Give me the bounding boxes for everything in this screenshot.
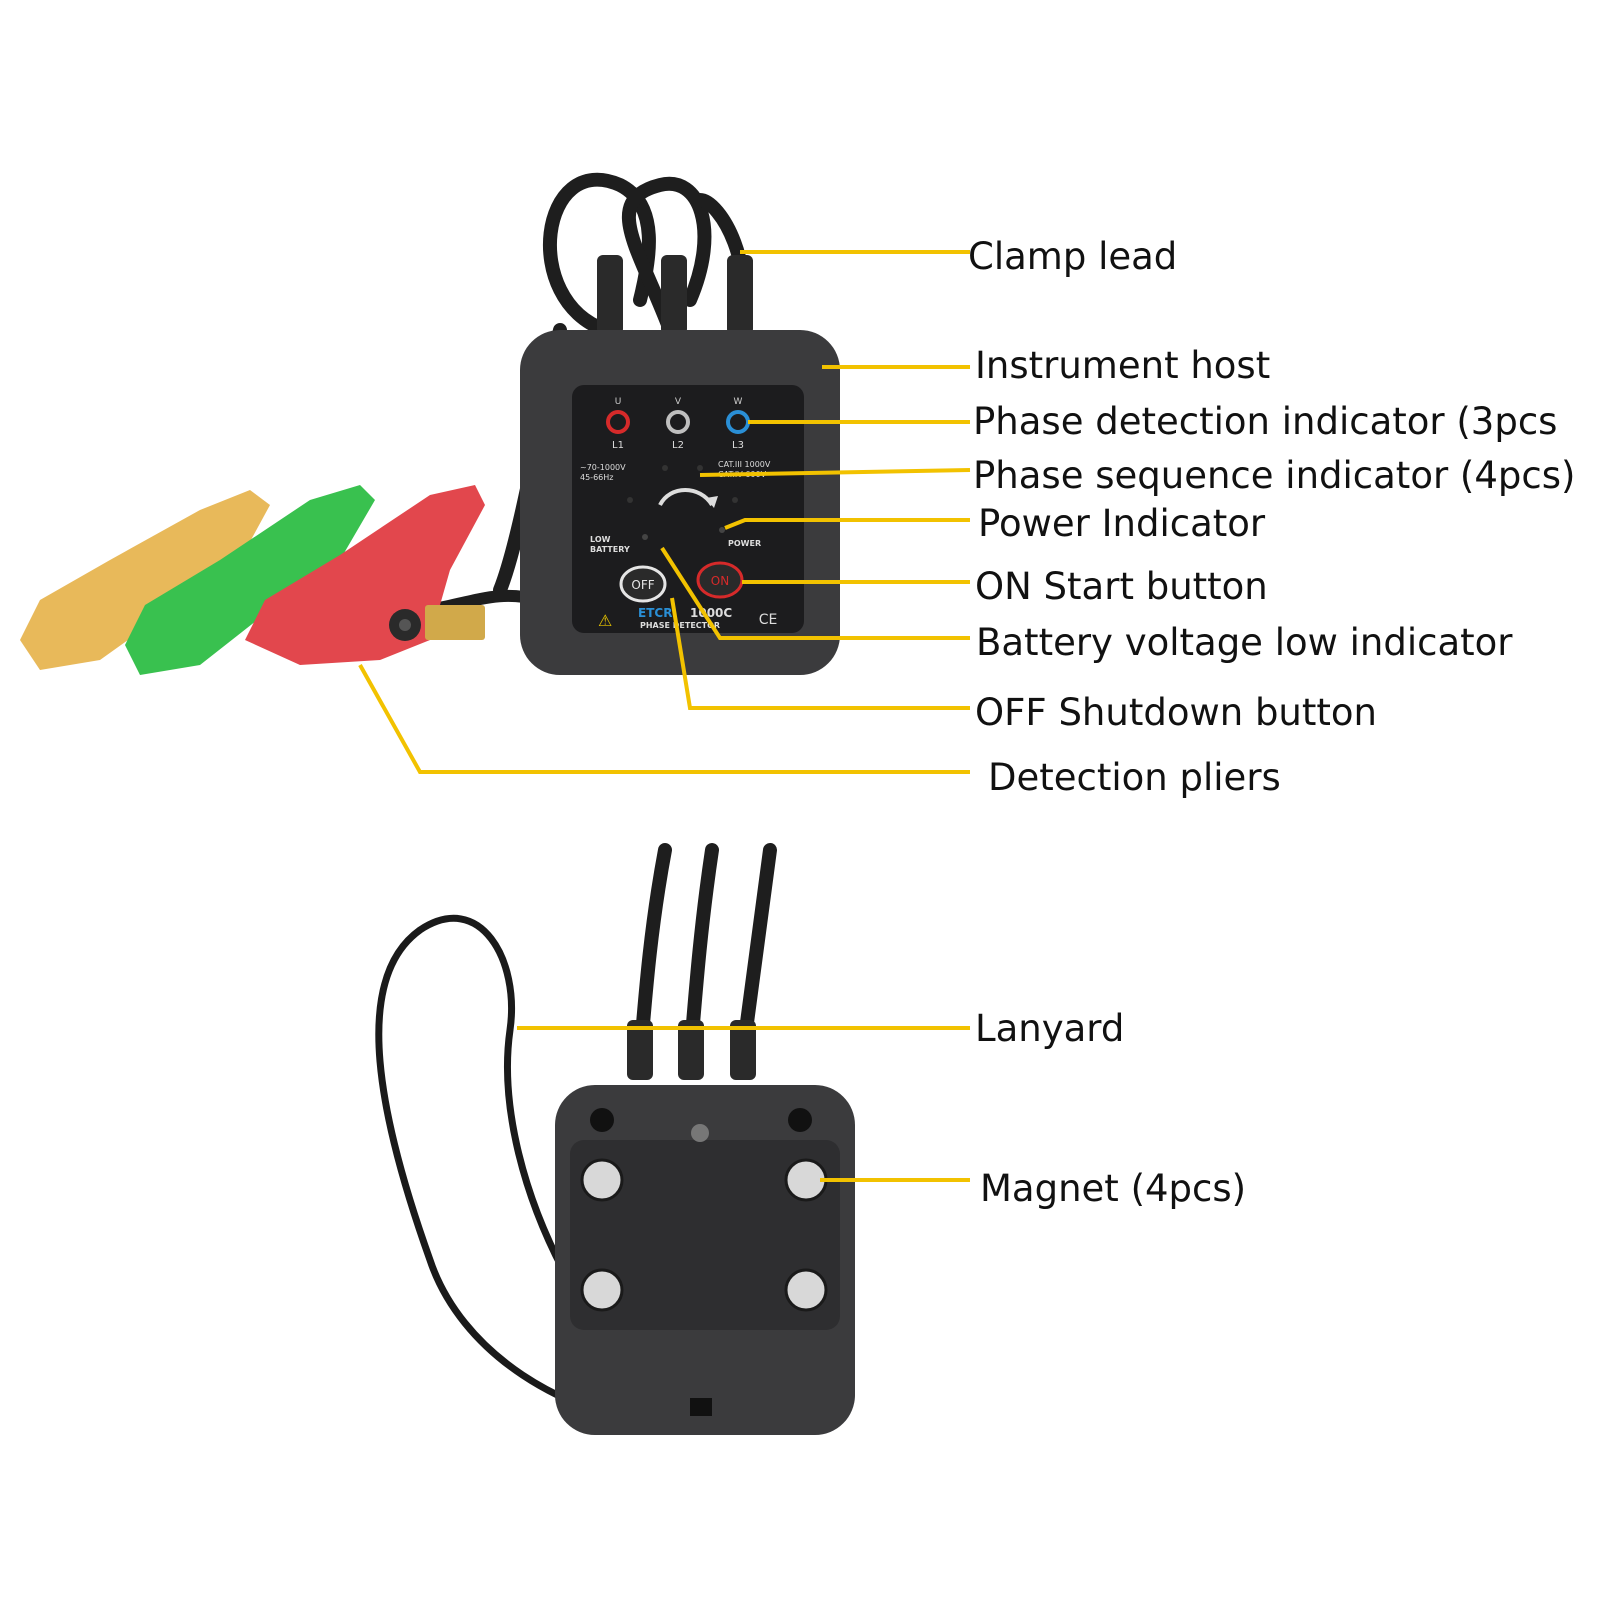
product-name: PHASE DETECTOR: [640, 621, 720, 630]
on-button[interactable]: ON: [696, 561, 744, 599]
leader-off: [670, 597, 970, 710]
brand-model: 1000C: [690, 606, 732, 620]
detection-pliers: [20, 485, 485, 675]
clamp-yellow: [20, 490, 270, 670]
label-clamp-lead: Clamp lead: [968, 235, 1178, 278]
power-label: POWER: [728, 539, 761, 548]
phase-label-l3: L3: [732, 440, 744, 451]
label-instrument-host: Instrument host: [975, 344, 1271, 387]
phase-label-u: U: [615, 397, 622, 407]
label-phase-sequence: Phase sequence indicator (4pcs): [973, 454, 1576, 497]
phase-label-l2: L2: [672, 440, 684, 451]
phase-label-w: W: [734, 397, 743, 407]
phase-label-v: V: [675, 397, 682, 407]
label-off-button: OFF Shutdown button: [975, 691, 1377, 734]
ce-mark: CE: [759, 612, 778, 628]
low-battery-label-1: LOW: [590, 535, 611, 544]
leader-lines: [358, 250, 971, 1182]
indicator-labels: LOW BATTERY POWER: [590, 535, 761, 554]
off-button[interactable]: OFF: [619, 565, 667, 603]
rear-housing: [555, 1085, 855, 1435]
brand-prefix: ETCR: [638, 606, 672, 620]
leader-power: [724, 518, 970, 530]
leader-phase-sequence: [699, 468, 971, 477]
off-button-label: OFF: [631, 578, 654, 592]
brand-text: ⚠ ETCR 1000C PHASE DETECTOR CE: [598, 606, 777, 630]
label-on-button: ON Start button: [975, 565, 1268, 608]
phase-detection-indicators: U V W L1 L2 L3: [606, 397, 750, 451]
clamp-green: [125, 485, 375, 675]
spec-cat-iii: CAT.III 1000V: [718, 460, 771, 469]
magnets: [580, 1158, 828, 1312]
leader-pliers: [358, 664, 970, 774]
low-battery-led-icon: [642, 534, 648, 540]
warning-icon: ⚠: [598, 611, 612, 630]
label-detection-pliers: Detection pliers: [988, 756, 1281, 799]
label-magnet: Magnet (4pcs): [980, 1167, 1247, 1210]
low-battery-label-2: BATTERY: [590, 545, 630, 554]
phase-led-l1-icon: [606, 410, 630, 434]
spec-voltage: ~70-1000V: [580, 463, 626, 472]
label-power-indicator: Power Indicator: [978, 502, 1266, 545]
label-battery-low: Battery voltage low indicator: [976, 621, 1513, 664]
lead-strain-reliefs: [597, 255, 753, 335]
phase-led-l2-icon: [666, 410, 690, 434]
power-led-icon: [719, 527, 725, 533]
leader-battery: [660, 546, 970, 640]
clamp-red: [245, 485, 485, 665]
phase-sequence-indicators: [627, 465, 738, 508]
label-phase-detection: Phase detection indicator (3pcs: [973, 400, 1558, 443]
on-button-label: ON: [711, 574, 729, 588]
phase-label-l1: L1: [612, 440, 624, 451]
spec-frequency: 45-66Hz: [580, 473, 613, 482]
label-lanyard: Lanyard: [975, 1007, 1125, 1050]
